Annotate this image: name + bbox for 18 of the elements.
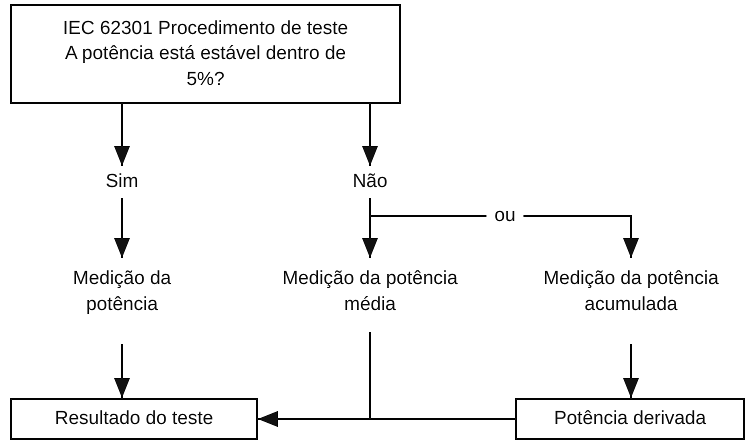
- arrow: [258, 411, 515, 427]
- box-text: IEC 62301 Procedimento de teste A potência está estável dentro de 5%?: [62, 16, 350, 92]
- box-text: Resultado do teste: [54, 407, 214, 432]
- process-box: [515, 398, 745, 440]
- flow-text: Sim: [106, 170, 138, 194]
- arrow: [623, 344, 639, 398]
- flow-text: Medição da potência média: [281, 267, 459, 317]
- process-box: [10, 4, 401, 104]
- arrow: [369, 198, 639, 258]
- arrow: [114, 198, 130, 258]
- box-text: Potência derivada: [554, 407, 706, 432]
- arrow: [114, 104, 130, 166]
- flow-text: Medição da potência: [72, 267, 172, 317]
- arrow: [362, 104, 378, 166]
- flow-text: Não: [352, 170, 388, 194]
- process-box: [10, 398, 258, 440]
- arrow: [114, 344, 130, 398]
- flow-text: Medição da potência acumulada: [542, 267, 720, 317]
